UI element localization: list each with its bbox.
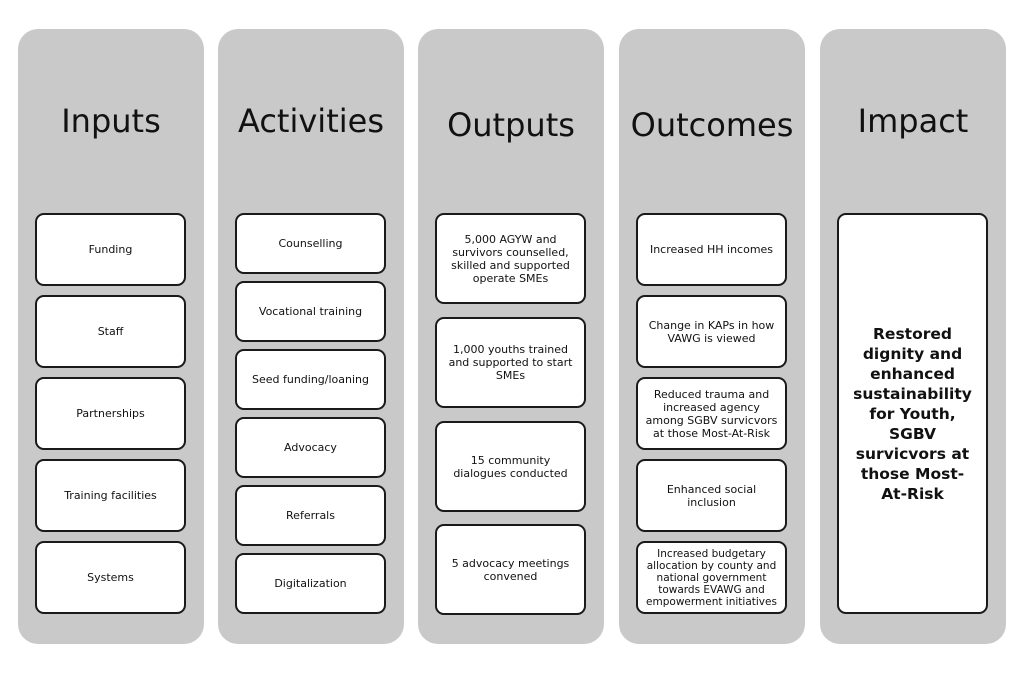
box-label: Enhanced social inclusion: [666, 482, 757, 509]
outcomes-item-reduced-trauma: Reduced trauma and increased agency amon…: [636, 377, 787, 450]
box-label: Systems: [87, 571, 134, 584]
outputs-item-community-dialogues: 15 community dialogues conducted: [435, 421, 586, 512]
box-label: Partnerships: [76, 407, 145, 420]
box-label: Change in KAPs in how VAWG is viewed: [648, 318, 775, 345]
activities-column: Activities Counselling Vocational traini…: [218, 29, 404, 644]
box-label: 1,000 youths trained and supported to st…: [448, 343, 573, 382]
inputs-column: Inputs Funding Staff Partnerships Traini…: [18, 29, 204, 644]
box-label: Advocacy: [284, 441, 337, 454]
outcomes-column: Outcomes Increased HH incomes Change in …: [619, 29, 805, 644]
outcomes-item-budgetary-allocation: Increased budgetary allocation by county…: [636, 541, 787, 614]
impact-item-restored-dignity: Restored dignity and enhanced sustainabi…: [837, 213, 988, 614]
outcomes-title: Outcomes: [630, 106, 794, 144]
box-label: Seed funding/loaning: [251, 373, 370, 386]
activities-title: Activities: [238, 102, 384, 140]
impact-title: Impact: [857, 102, 969, 140]
activities-item-referrals: Referrals: [235, 485, 386, 546]
outcomes-item-kaps-change: Change in KAPs in how VAWG is viewed: [636, 295, 787, 368]
box-label: 5,000 AGYW and survivors counselled, ski…: [451, 232, 570, 285]
activities-item-seed-funding: Seed funding/loaning: [235, 349, 386, 410]
box-label: 15 community dialogues conducted: [453, 453, 568, 480]
activities-item-advocacy: Advocacy: [235, 417, 386, 478]
box-label: Increased HH incomes: [649, 243, 774, 256]
outcomes-item-social-inclusion: Enhanced social inclusion: [636, 459, 787, 532]
box-label: Digitalization: [274, 577, 347, 590]
inputs-title: Inputs: [61, 102, 161, 140]
outputs-column: Outputs 5,000 AGYW and survivors counsel…: [418, 29, 604, 644]
activities-item-counselling: Counselling: [235, 213, 386, 274]
box-label: Funding: [88, 243, 133, 256]
impact-column: Impact Restored dignity and enhanced sus…: [820, 29, 1006, 644]
inputs-item-systems: Systems: [35, 541, 186, 614]
outputs-item-youths-trained: 1,000 youths trained and supported to st…: [435, 317, 586, 408]
inputs-item-staff: Staff: [35, 295, 186, 368]
box-label: Staff: [97, 325, 124, 338]
outcomes-item-hh-incomes: Increased HH incomes: [636, 213, 787, 286]
box-label: Training facilities: [64, 489, 157, 502]
outputs-item-agyw-counselled: 5,000 AGYW and survivors counselled, ski…: [435, 213, 586, 304]
activities-item-digitalization: Digitalization: [235, 553, 386, 614]
box-label: Restored dignity and enhanced sustainabi…: [853, 324, 972, 503]
outputs-title: Outputs: [447, 106, 575, 144]
box-label: Referrals: [286, 509, 335, 522]
inputs-item-partnerships: Partnerships: [35, 377, 186, 450]
box-label: Vocational training: [258, 305, 363, 318]
outputs-item-advocacy-meetings: 5 advocacy meetings convened: [435, 524, 586, 615]
inputs-item-funding: Funding: [35, 213, 186, 286]
box-label: Counselling: [278, 237, 343, 250]
box-label: Increased budgetary allocation by county…: [646, 547, 777, 608]
box-label: 5 advocacy meetings convened: [451, 556, 570, 583]
activities-item-vocational-training: Vocational training: [235, 281, 386, 342]
box-label: Reduced trauma and increased agency amon…: [645, 387, 778, 440]
inputs-item-training-facilities: Training facilities: [35, 459, 186, 532]
